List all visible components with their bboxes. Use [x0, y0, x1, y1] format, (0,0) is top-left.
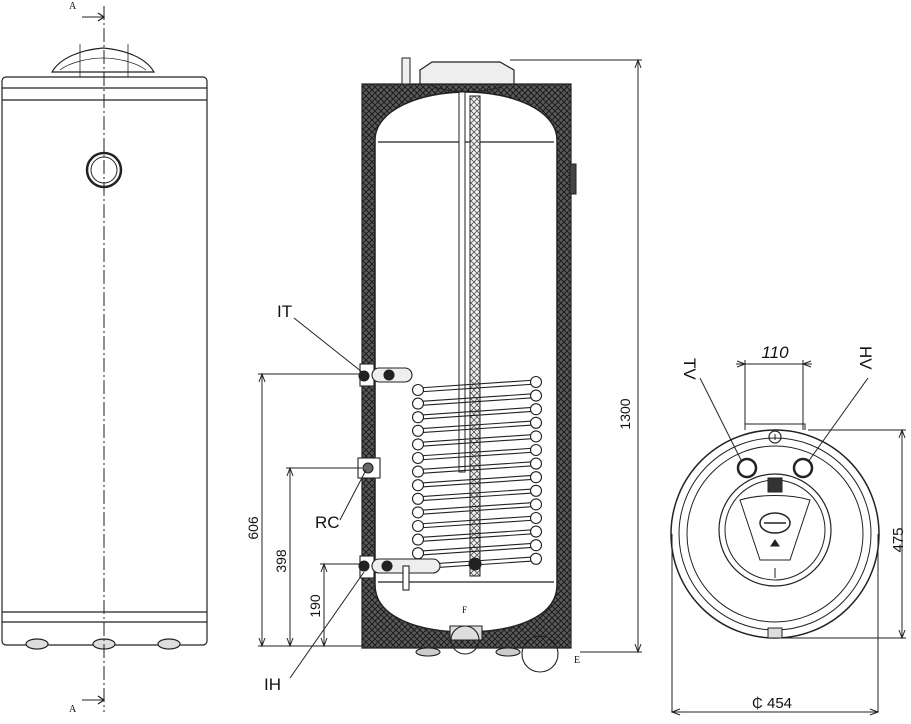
coil-section-right [529, 511, 543, 525]
section-a-top-label: A [69, 1, 77, 12]
heat-exchanger-coil [411, 375, 543, 573]
top-view [670, 360, 906, 716]
connection-rc [357, 457, 381, 479]
coil-section-left [411, 519, 425, 533]
coil-section-left [411, 479, 425, 492]
dim-190-label: 190 [307, 594, 323, 618]
coil-section-right [529, 471, 543, 484]
coil-turn [417, 501, 537, 515]
callout-leaders [289, 317, 367, 679]
coil-section-right [529, 552, 543, 565]
it-label: IT [277, 302, 292, 321]
coil-section-right [529, 389, 543, 402]
coil-section-left [411, 438, 425, 451]
coil-section-right [529, 539, 543, 552]
front-connector-1 [25, 638, 49, 650]
point-f-label: F [462, 605, 467, 615]
top-cap-dome [50, 47, 156, 73]
coil-section-right [529, 416, 543, 429]
dim-606-label: 606 [245, 516, 261, 540]
coil-section-left [411, 383, 425, 397]
coil-section-left [411, 411, 425, 424]
side-plug [569, 163, 577, 195]
ih-label: IH [264, 675, 281, 694]
coil-section-right [529, 375, 543, 389]
coil-section-right [529, 430, 543, 443]
coil-turn [417, 447, 537, 461]
coil-section-right [529, 484, 543, 497]
coil-section-left [411, 465, 425, 478]
tv-port [736, 457, 758, 479]
coil-section-right [529, 457, 543, 470]
top-pipe [401, 57, 411, 85]
hv-port [792, 457, 814, 479]
bottom-fittings [415, 625, 559, 673]
coil-section-right [529, 443, 543, 457]
connection-ih [358, 555, 482, 591]
front-connector-3 [157, 638, 181, 650]
coil-turn [417, 461, 537, 475]
coil-section-left [411, 424, 425, 437]
top-small-port [768, 430, 782, 444]
point-e-label: E [574, 655, 580, 666]
coil-turn [417, 433, 537, 447]
dim-110-label: 110 [761, 343, 789, 362]
inner-tank [374, 91, 558, 633]
coil-section-right [529, 525, 543, 538]
anode-rod [469, 95, 481, 577]
rc-label: RC [315, 513, 340, 532]
center-fitting [767, 477, 783, 493]
coil-section-left [411, 492, 425, 505]
dimension-line-total [510, 58, 642, 654]
coil-section-right [529, 403, 543, 416]
coil-turn [417, 474, 537, 488]
dim-475-label: 475 [890, 527, 907, 552]
coil-section-left [411, 547, 425, 560]
coil-section-left [411, 533, 425, 546]
front-view [1, 6, 208, 712]
coil-section-left [411, 451, 425, 465]
coil-turn [417, 420, 537, 434]
coil-turn [417, 406, 537, 420]
dim-398-label: 398 [273, 549, 289, 573]
top-flange [419, 61, 515, 85]
coil-turn [417, 393, 537, 407]
coil-turn [417, 529, 537, 543]
bottom-tab [767, 627, 783, 639]
dim-454-label: ₵ 454 [752, 695, 792, 712]
coil-turn [417, 542, 537, 556]
coil-turn [417, 379, 537, 393]
dim-1300-label: 1300 [617, 398, 633, 429]
coil-turn [417, 515, 537, 529]
section-view [357, 57, 577, 673]
coil-section-left [411, 506, 425, 519]
section-a-bottom-label: A [69, 704, 77, 715]
coil-section-left [411, 397, 425, 410]
coil-turn [417, 488, 537, 502]
coil-section-right [529, 498, 543, 511]
hv-label: HV [856, 346, 875, 370]
sensor-well [458, 91, 466, 473]
dimension-lines-left [258, 372, 362, 648]
tv-label: TV [680, 358, 699, 380]
